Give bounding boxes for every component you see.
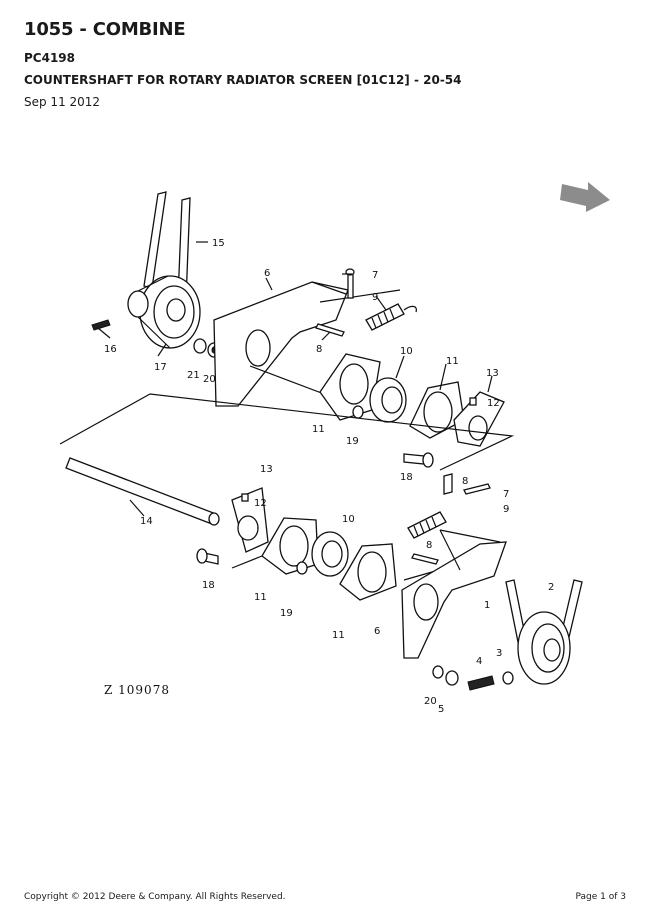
callout-15: 15 xyxy=(212,238,225,249)
spring-upper xyxy=(365,303,417,331)
belt-upper xyxy=(143,191,191,301)
callout-11: 11 xyxy=(332,630,345,641)
callout-13: 13 xyxy=(486,368,499,379)
callout-8: 8 xyxy=(426,540,432,551)
callout-19: 19 xyxy=(346,436,359,447)
callout-18: 18 xyxy=(202,580,215,591)
callout-20: 20 xyxy=(424,696,437,707)
shaft-outline-upper xyxy=(59,393,515,471)
flange-upper-b xyxy=(409,381,465,439)
callout-labels: 15 6 7 9 16 17 8 21 20 10 11 13 12 11 19… xyxy=(104,238,554,715)
flange-upper-a xyxy=(319,353,381,421)
callout-21: 21 xyxy=(187,370,200,381)
bracket-upper xyxy=(213,281,401,407)
callout-5: 5 xyxy=(438,704,444,715)
fitting-box-lower xyxy=(231,487,269,553)
callout-18: 18 xyxy=(400,472,413,483)
bolt-4 xyxy=(467,675,495,691)
callout-1: 1 xyxy=(484,600,490,611)
callout-7: 7 xyxy=(503,489,509,500)
bolt-lower-18 xyxy=(196,548,219,565)
callout-2: 2 xyxy=(548,582,554,593)
callout-9: 9 xyxy=(372,292,378,303)
callout-19: 19 xyxy=(280,608,293,619)
bolt-upper xyxy=(315,323,345,337)
callout-6: 6 xyxy=(264,268,270,279)
callout-10: 10 xyxy=(342,514,355,525)
shaft-14 xyxy=(65,457,220,526)
callout-12: 12 xyxy=(254,498,267,509)
callout-14: 14 xyxy=(140,516,153,527)
callout-8: 8 xyxy=(462,476,468,487)
model-title: 1055 - COMBINE xyxy=(24,19,186,40)
callout-16: 16 xyxy=(104,344,117,355)
nut-washer-lower xyxy=(432,665,459,686)
callout-11: 11 xyxy=(312,424,325,435)
page-indicator: Page 1 of 3 xyxy=(575,892,627,902)
pulley-lower xyxy=(517,611,571,685)
callout-10: 10 xyxy=(400,346,413,357)
callout-leaders xyxy=(97,241,493,517)
copyright-notice: Copyright © 2012 Deere & Company. All Ri… xyxy=(24,892,286,902)
flange-lower-b xyxy=(339,543,397,601)
callout-11: 11 xyxy=(446,356,459,367)
callout-12: 12 xyxy=(487,398,500,409)
washer-19-lower xyxy=(296,561,308,575)
callout-8: 8 xyxy=(316,344,322,355)
pin-7-lower xyxy=(463,483,491,495)
bracket-lower xyxy=(401,529,507,659)
drawing-id: Z 109078 xyxy=(104,683,170,697)
callout-3: 3 xyxy=(496,648,502,659)
callout-4: 4 xyxy=(476,656,482,667)
washer-19-upper xyxy=(352,405,364,419)
bearing-upper xyxy=(369,377,407,423)
callout-13: 13 xyxy=(260,464,273,475)
callout-7: 7 xyxy=(372,270,378,281)
spring-lower xyxy=(407,511,447,539)
arrow-down-right-icon[interactable] xyxy=(560,182,610,212)
callout-17: 17 xyxy=(154,362,167,373)
flange-lower-a xyxy=(261,517,319,575)
document-header: 1055 - COMBINE PC4198 COUNTERSHAFT FOR R… xyxy=(24,18,624,110)
callout-6: 6 xyxy=(374,626,380,637)
washer-3 xyxy=(502,671,514,685)
pin-16 xyxy=(91,319,111,331)
callout-20: 20 xyxy=(203,374,216,385)
bearing-lower xyxy=(311,531,349,577)
callout-9: 9 xyxy=(503,504,509,515)
fitting-box-upper xyxy=(453,391,505,447)
pin-8-lower xyxy=(443,473,453,495)
bolt-lower-8 xyxy=(411,553,439,565)
catalog-code: PC4198 xyxy=(24,51,75,65)
document-date: Sep 11 2012 xyxy=(24,95,101,109)
section-title: COUNTERSHAFT FOR ROTARY RADIATOR SCREEN … xyxy=(24,73,462,87)
callout-11: 11 xyxy=(254,592,267,603)
bolt-upper-18 xyxy=(403,452,434,468)
pulley-upper xyxy=(127,275,201,349)
parts-diagram: 15 6 7 9 16 17 8 21 20 10 11 13 12 11 19… xyxy=(59,182,610,715)
